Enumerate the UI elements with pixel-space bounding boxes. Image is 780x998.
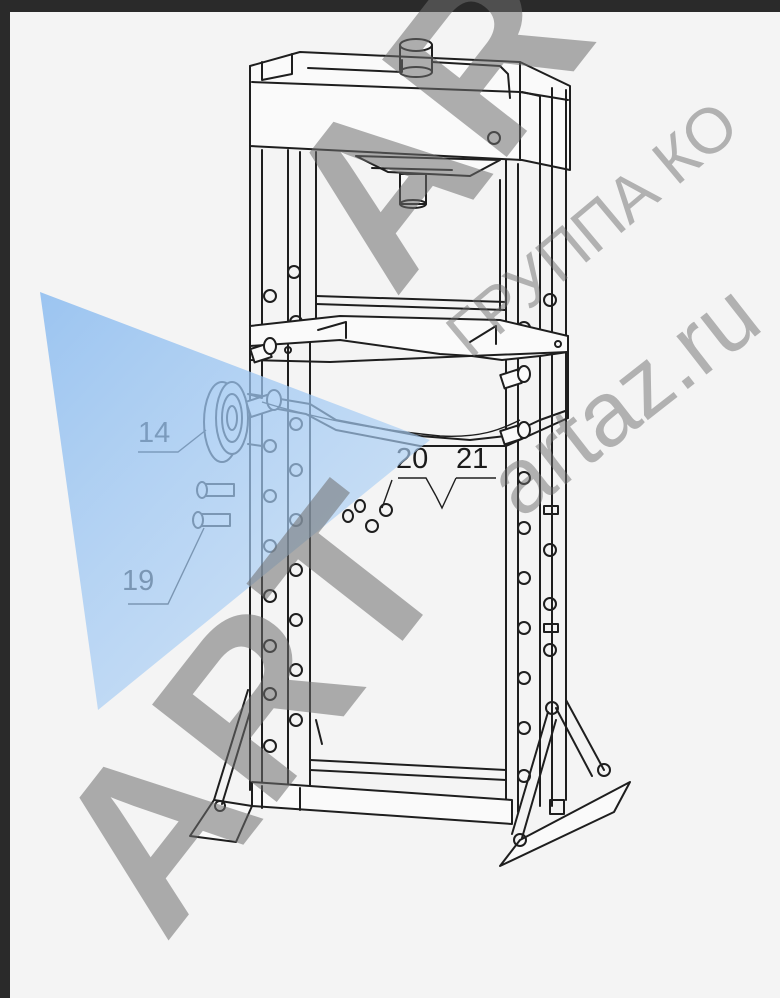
watermark-blue-triangle (40, 292, 430, 710)
callout-21: 21 (435, 443, 496, 510)
right-column-holes (517, 471, 559, 783)
washers-nuts (342, 499, 393, 533)
top-crossbeam (249, 38, 571, 171)
ram-cylinder (355, 155, 501, 209)
upper-window (315, 177, 507, 311)
right-foot (499, 699, 631, 867)
svg-text:21: 21 (456, 443, 488, 475)
base-crossbar (251, 759, 513, 825)
left-foot (189, 689, 323, 843)
right-upright (505, 87, 567, 813)
